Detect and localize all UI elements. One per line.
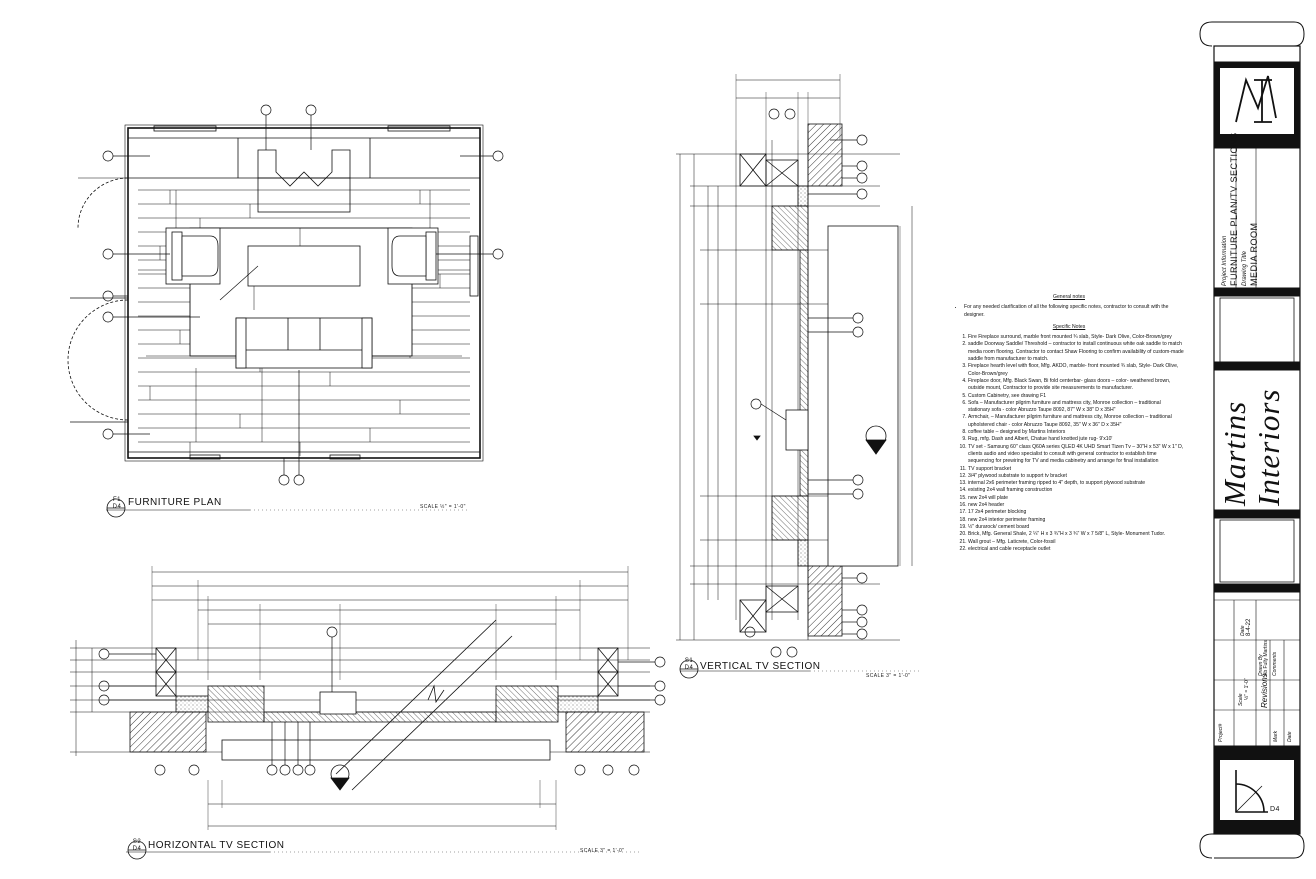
furniture-plan-tag-top: F1: [112, 497, 121, 503]
specific-note: new 2x4 will plate: [968, 495, 1184, 502]
brick-right: [565, 711, 645, 753]
specific-note: Fireplace hearth level with floor, Mfg. …: [968, 363, 1184, 378]
specific-note: Brick, Mfg. General Shale, 2 ¼" H x 3 ¾"…: [968, 531, 1184, 538]
horizontal-section-scale: SCALE 3" = 1'-0": [580, 848, 625, 854]
framing-vertical: [739, 153, 799, 633]
sofa: [235, 317, 373, 369]
general-note: For any needed clarification of all the …: [964, 304, 1184, 319]
vertical-tv-section: [676, 74, 920, 679]
specific-note: Custom Cabinetry, see drawing F1: [968, 393, 1184, 400]
logo-mi-icon: [1235, 75, 1277, 123]
armchair-left: [165, 227, 221, 285]
vertical-section-title: VERTICAL TV SECTION: [700, 661, 821, 672]
specific-note: saddle Doorway Saddle/ Threshold – contr…: [968, 341, 1184, 363]
title-block: [1199, 21, 1305, 859]
armchair-right: [387, 227, 439, 285]
specific-note: Armchair, – Manufacturer pilgrim furnitu…: [968, 414, 1184, 429]
scale-value: ½" = 1'-0": [1244, 678, 1250, 700]
specific-notes-title: Specific Notes: [1052, 323, 1086, 330]
specific-notes-list: Fire Fireplace surround, marble front mo…: [954, 334, 1184, 553]
brick-left: [129, 711, 207, 753]
furniture-plan-title: FURNITURE PLAN: [128, 497, 222, 508]
brand-line-1: Martins: [1217, 400, 1252, 506]
specific-note: Fire Fireplace surround, marble front mo…: [968, 334, 1184, 341]
project-info-value: FURNITURE PLAN/TV SECTIONS: [1229, 132, 1239, 286]
framing-left: [155, 647, 177, 697]
furniture-plan-scale: SCALE ½" = 1'-0": [420, 504, 466, 510]
mark-label: Mark: [1273, 730, 1279, 742]
specific-note: ½" durarock/ cement board: [968, 524, 1184, 531]
specific-note: coffee table – designed by Martins Inter…: [968, 429, 1184, 436]
specific-note: 17 2x4 perimeter blocking: [968, 509, 1184, 516]
project-number-label: Project#: [1218, 723, 1224, 742]
general-notes-title: General notes: [1053, 294, 1085, 300]
project-info-label: Project Information: [1222, 235, 1228, 286]
date-value: 8-4-22: [1246, 618, 1252, 636]
brand-line-2: Interiors: [1251, 388, 1286, 507]
drawn-by-value: Ab Fully Martins: [1263, 640, 1269, 676]
furniture-plan: [67, 104, 504, 518]
specific-note: Fireplace door, Mfg. Black Swan, Bi fold…: [968, 378, 1184, 393]
framing-right: [597, 647, 619, 697]
notes-panel: General notes For any needed clarificati…: [954, 294, 1184, 553]
sheet-number: D4: [1270, 806, 1280, 813]
specific-note: Wall grout – Mfg. Laticrete, Color-fossi…: [968, 539, 1184, 546]
sheet-d-icon: [1235, 770, 1268, 813]
specific-note: Sofa – Manufacturer pilgrim furniture an…: [968, 400, 1184, 415]
coffee-table: [247, 245, 361, 287]
date2-label: Date: [1287, 731, 1293, 742]
horizontal-tv-section: [70, 566, 666, 860]
drawing-title-value: MEDIA ROOM: [1249, 222, 1259, 286]
horizontal-section-title: HORIZONTAL TV SECTION: [148, 840, 285, 851]
vertical-section-tag-bottom: D4: [684, 665, 694, 671]
specific-note: new 2x4 header: [968, 502, 1184, 509]
furniture-plan-tag-bottom: D4: [112, 504, 122, 510]
specific-note: electrical and cable receptacle outlet: [968, 546, 1184, 553]
specific-note: new 2x4 interior perimeter framing: [968, 517, 1184, 524]
specific-note: 3/4" plywood substrate to support tv bra…: [968, 473, 1184, 480]
specific-note: TV support bracket: [968, 466, 1184, 473]
drawing-title-label: Drawing Title: [1242, 251, 1248, 286]
specific-note: internal 2x6 perimeter framing ripped to…: [968, 480, 1184, 487]
general-notes-list: For any needed clarification of all the …: [954, 304, 1184, 319]
specific-note: Rug, mfg. Dash and Albert, Chatue hand k…: [968, 436, 1184, 443]
vertical-section-tag-top: S1: [684, 658, 694, 664]
horizontal-section-tag-top: S2: [132, 839, 142, 845]
vertical-section-scale: SCALE 3" = 1'-0": [866, 673, 911, 679]
specific-note: existing 2x4 wall framing construction: [968, 487, 1184, 494]
comments-label: Comments: [1272, 651, 1278, 676]
specific-note: TV set - Samsung 60" class Q60A series Q…: [968, 444, 1184, 466]
fireplace: [257, 149, 351, 187]
horizontal-section-tag-bottom: D4: [132, 846, 142, 852]
revisions-label: Revisions: [1260, 673, 1269, 708]
room-outline: [127, 127, 481, 459]
